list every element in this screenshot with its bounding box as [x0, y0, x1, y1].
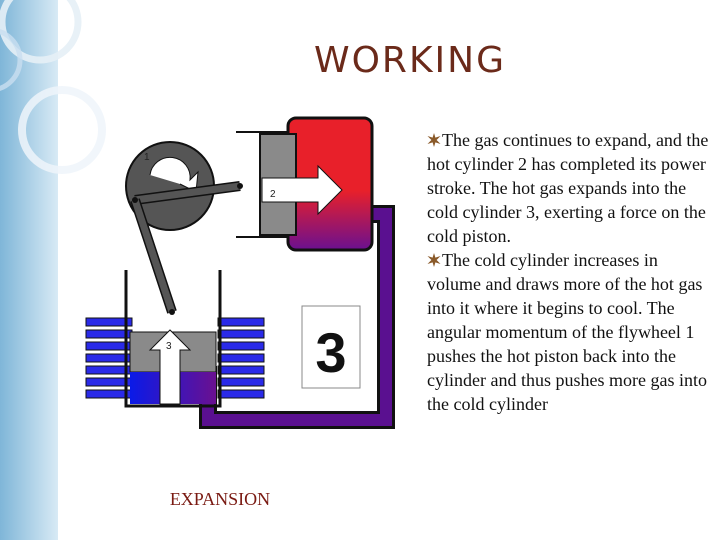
diagram-caption: EXPANSION: [169, 489, 271, 509]
hot-piston-arrow: [261, 164, 343, 216]
slide-title: WORKING: [314, 40, 506, 81]
cold-cylinder-wall: [124, 270, 222, 408]
cold-cylinder-label: 3: [166, 341, 172, 352]
description-text: The gas continues to expand, and the hot…: [427, 128, 712, 416]
cold-chamber-label-box: [301, 305, 361, 389]
flywheel-label: 1: [144, 152, 150, 163]
description-paragraph: The gas continues to expand, and the hot…: [427, 128, 712, 248]
hot-cylinder-label: 2: [270, 189, 276, 200]
paragraph-text: The cold cylinder increases in volume an…: [427, 250, 707, 414]
description-paragraph: The cold cylinder increases in volume an…: [427, 248, 712, 416]
cold-cylinder-fins-right: [217, 317, 265, 399]
cold-chamber-label: 3: [315, 321, 346, 384]
paragraph-text: The gas continues to expand, and the hot…: [427, 130, 709, 246]
hot-cylinder-wall: [236, 131, 290, 238]
cold-piston-arrow: [148, 329, 192, 405]
flywheel-rotation-arrow: [149, 156, 199, 193]
star-bullet-icon: [427, 253, 441, 267]
stirling-engine-diagram: 1 2 3 3: [85, 116, 395, 429]
star-bullet-icon: [427, 133, 441, 147]
